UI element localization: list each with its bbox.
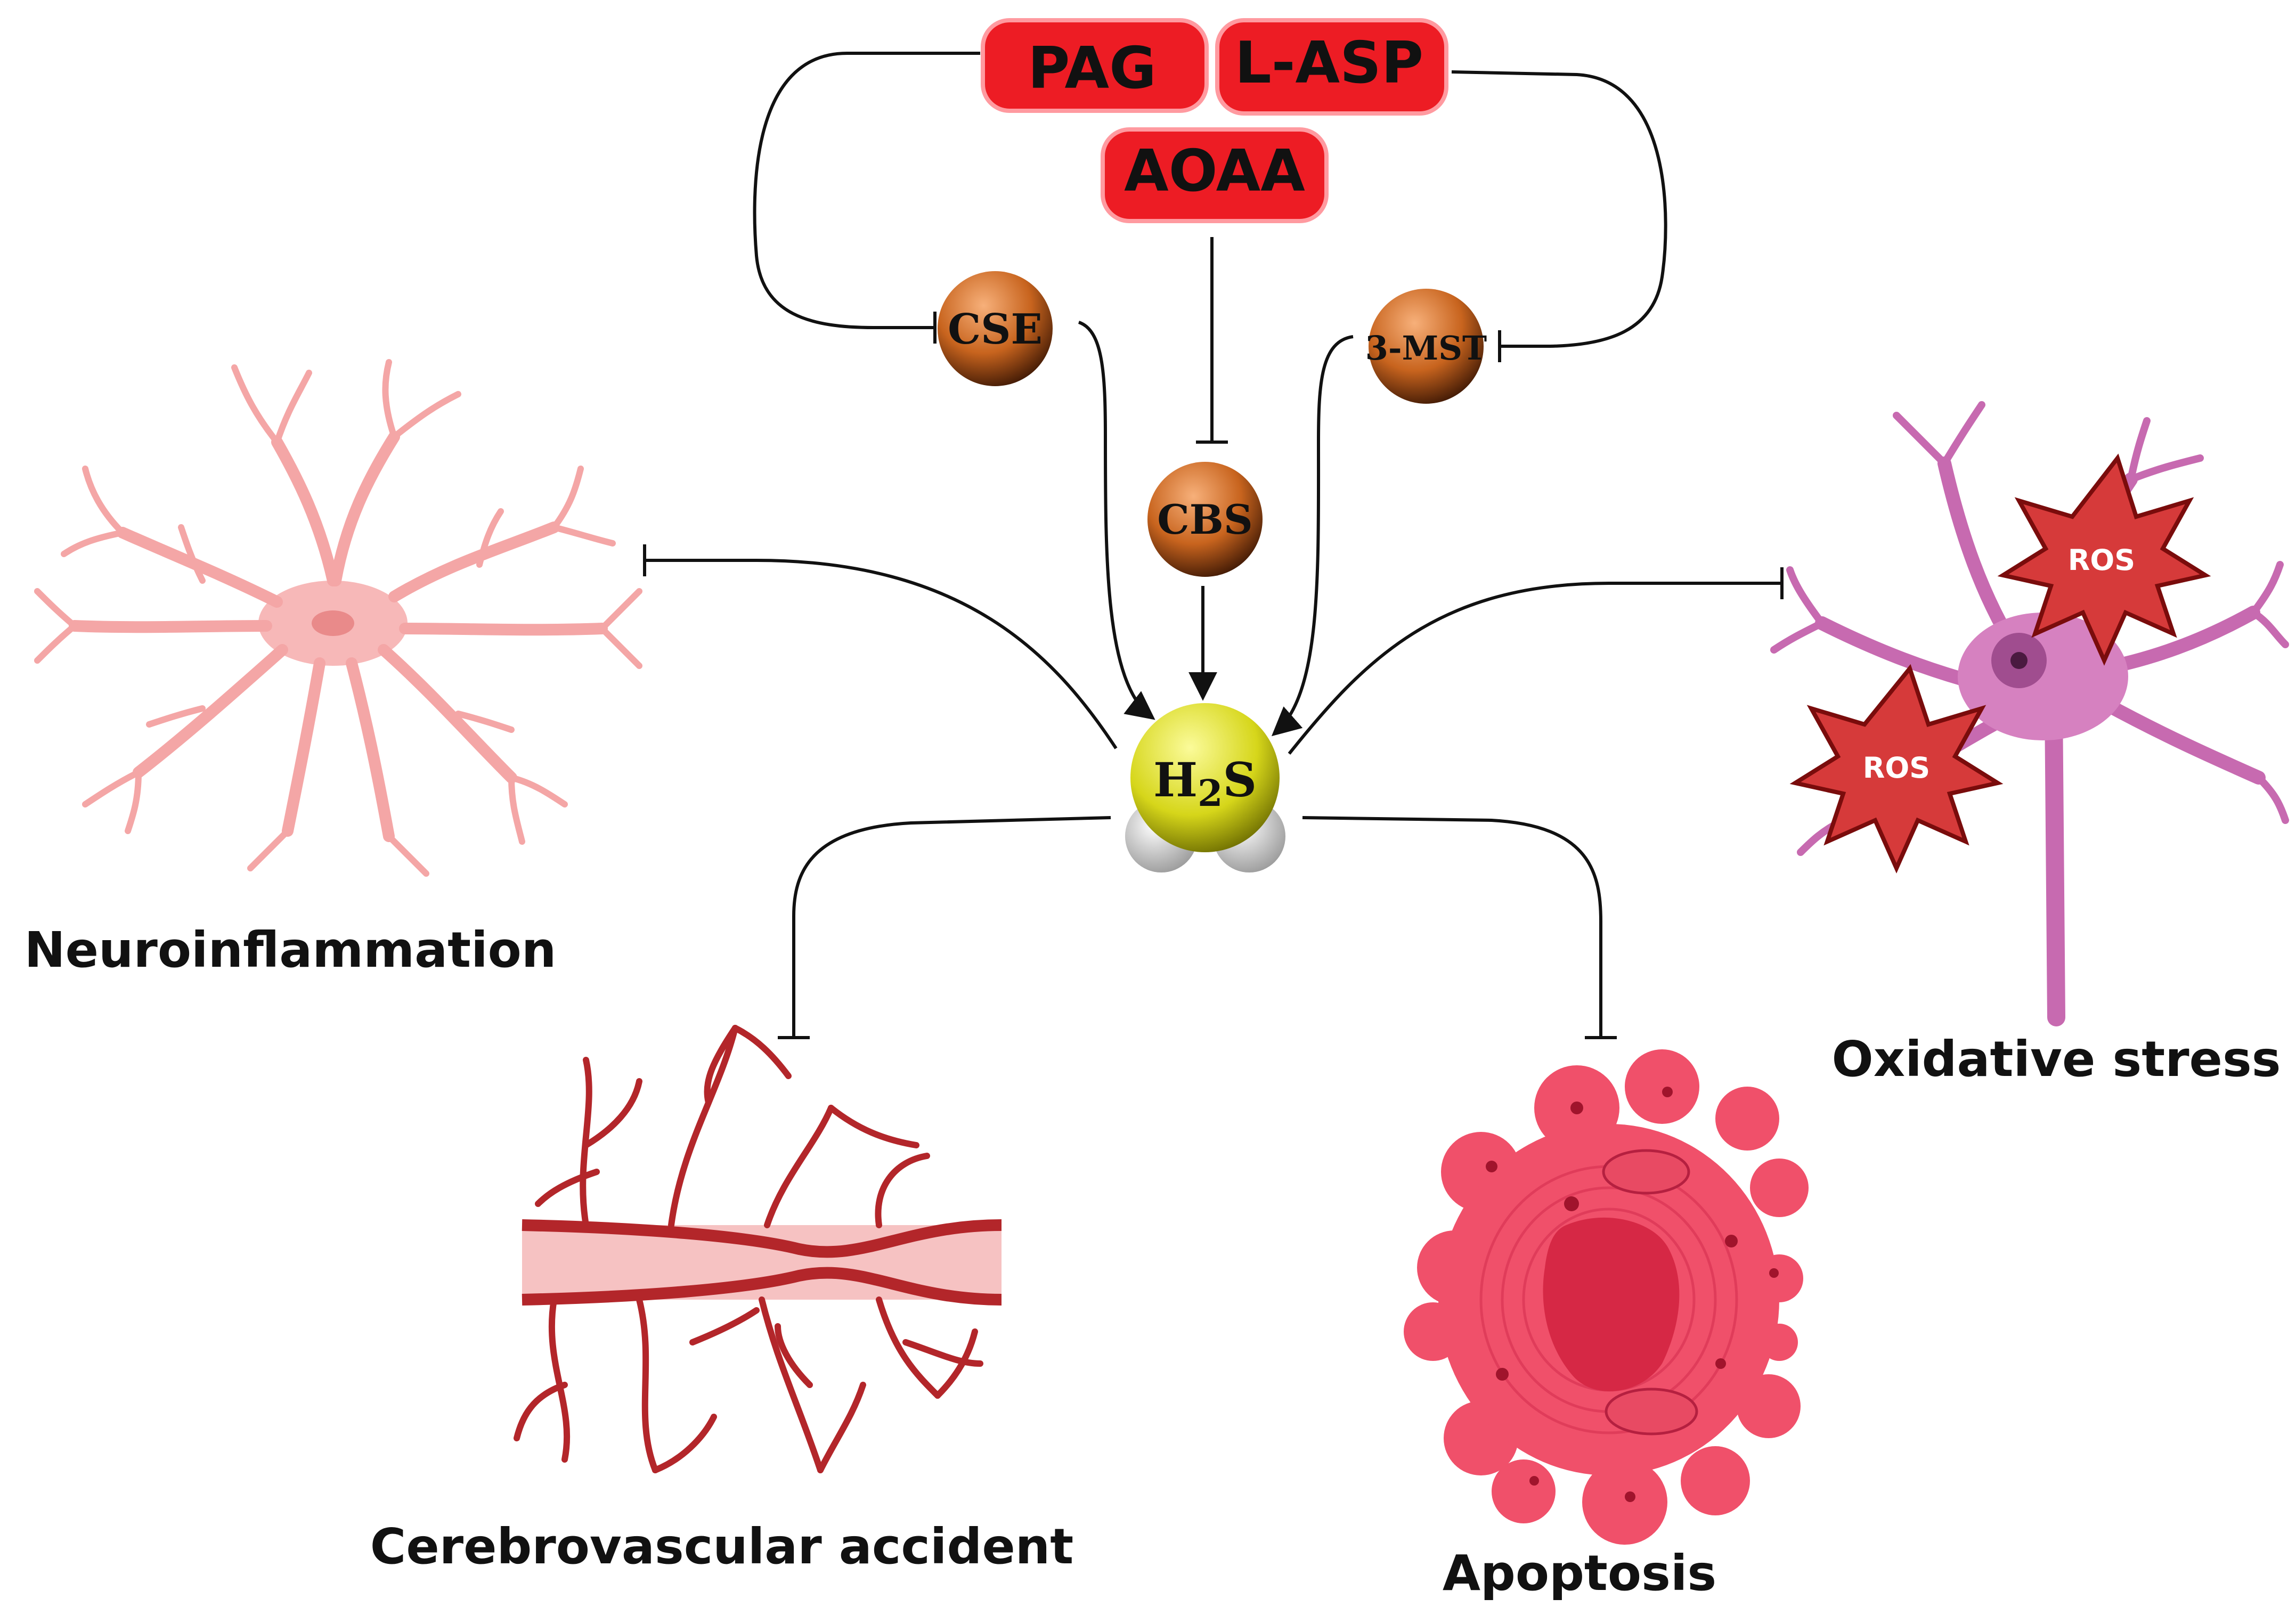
mitochondrion-bottom: [1605, 1388, 1698, 1435]
ros-burst-bottom: ROS: [1789, 664, 2004, 874]
h2s-to-apoptosis: [1302, 816, 1602, 1038]
neuron-illustration: [1770, 401, 2289, 1026]
inhibitor-aoaa: AOAA: [1101, 127, 1329, 223]
lasp-label: L-ASP: [1235, 30, 1423, 96]
h2s-to-cerebrovascular: [792, 816, 1111, 1038]
cse-to-h2s-arrow: [1078, 321, 1155, 720]
enzyme-cbs: CBS: [1147, 462, 1263, 577]
enzyme-cse: CSE: [938, 271, 1053, 386]
ros-label-top: ROS: [2068, 543, 2135, 577]
apoptosis-nucleus: [1543, 1217, 1680, 1392]
enzyme-3mst: 3-MST: [1365, 289, 1487, 404]
astrocyte-illustration: [34, 359, 642, 877]
inhibitor-lasp: L-ASP: [1215, 18, 1448, 116]
h2s-label: H2S: [1153, 752, 1257, 815]
h2s-to-oxidative-stress: [1288, 582, 1782, 755]
connectors: [643, 52, 1784, 1039]
mst-to-h2s-arrow: [1271, 335, 1354, 737]
mitochondrion-top: [1602, 1149, 1690, 1195]
h2s-to-neuroinflammation: [645, 559, 1118, 749]
ros-burst-top: ROS: [1997, 453, 2211, 666]
cbs-label: CBS: [1157, 496, 1253, 543]
oxidative-stress-label: Oxidative stress: [1832, 1031, 2281, 1088]
apoptosis-illustration: [1404, 1049, 1809, 1545]
lasp-to-mst-inhibition: [1451, 70, 1667, 348]
inhibitor-pag: PAG: [981, 18, 1209, 113]
aoaa-label: AOAA: [1124, 138, 1305, 205]
pag-to-cse-inhibition: [753, 52, 980, 329]
ros-label-bottom: ROS: [1863, 751, 1930, 785]
cse-label: CSE: [948, 305, 1043, 354]
mst-label: 3-MST: [1365, 329, 1487, 368]
vessel-illustration: [514, 1025, 1002, 1473]
pag-label: PAG: [1028, 35, 1156, 102]
apoptosis-label: Apoptosis: [1443, 1545, 1716, 1602]
sulfur-atom: [1130, 703, 1280, 852]
neuroinflammation-label: Neuroinflammation: [25, 921, 557, 978]
cerebrovascular-label: Cerebrovascular accident: [370, 1518, 1073, 1575]
h2s-molecule: H2S: [1125, 703, 1285, 872]
